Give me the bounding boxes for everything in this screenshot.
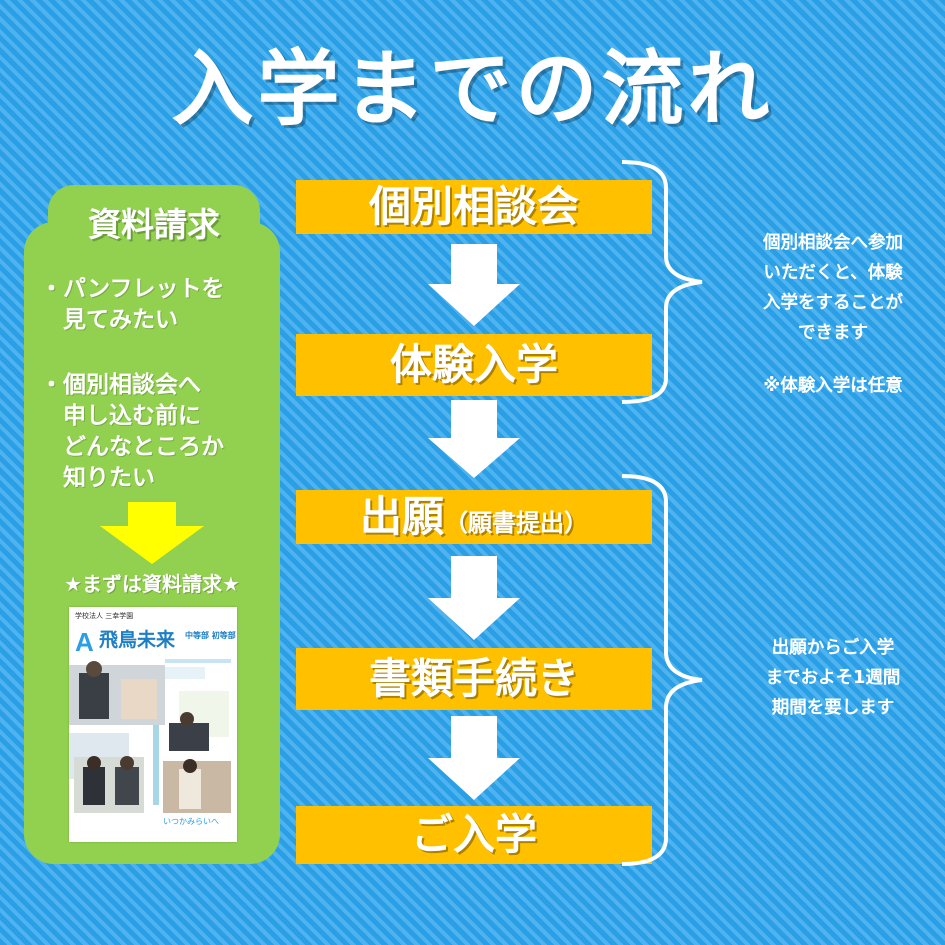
pamphlet-corp-name: 学校法人 三幸学園 [75, 612, 134, 620]
step-label: ご入学 [410, 810, 537, 859]
step-paperwork: 書類手続き [296, 648, 652, 710]
step-label: 出願 [359, 492, 444, 541]
step-sublabel: （願書提出） [444, 509, 588, 537]
pamphlet-caption: いつかみらいへ [163, 817, 219, 826]
down-arrow-icon [100, 502, 204, 564]
down-arrow-icon [428, 400, 520, 478]
step-label: 体験入学 [389, 340, 558, 389]
upper-note: 個別相談会へ参加 いただくと、体験 入学をすることが できます [763, 233, 903, 343]
document-request-item: ・パンフレットを 見てみたい [40, 276, 225, 333]
step-individual-consultation: 個別相談会 [296, 180, 652, 234]
pamphlet-school-name: 飛鳥未来 [99, 629, 176, 651]
upper-brace [621, 160, 703, 404]
step-label: 個別相談会 [368, 182, 579, 231]
document-request-item: ・個別相談会へ 申し込む前に どんなところか 知りたい [40, 372, 224, 491]
down-arrow-icon [428, 244, 520, 326]
document-request-cta[interactable]: ★まずは資料請求★ [64, 572, 240, 596]
pamphlet-image: A 学校法人 三幸学園 飛鳥未来 中等部 初等部 いつかみらいへ [69, 607, 237, 842]
document-request-tab [48, 185, 260, 265]
pamphlet-divisions: 中等部 初等部 [185, 631, 236, 640]
step-enrollment: ご入学 [296, 806, 652, 864]
pamphlet-graphic: A [69, 607, 237, 842]
upper-note-remark: ※体験入学は任意 [763, 376, 903, 396]
lower-note: 出願からご入学 までおよそ1週間 期間を要します [765, 638, 901, 718]
step-application: 出願（願書提出） [296, 490, 652, 544]
down-arrow-icon [428, 716, 520, 800]
document-request-title: 資料請求 [88, 205, 220, 244]
svg-text:A: A [75, 627, 94, 657]
step-trial-admission: 体験入学 [296, 334, 652, 396]
step-label: 書類手続き [368, 654, 579, 703]
page-title: 入学までの流れ [171, 42, 774, 137]
lower-brace [621, 474, 703, 866]
down-arrow-icon [428, 556, 520, 640]
